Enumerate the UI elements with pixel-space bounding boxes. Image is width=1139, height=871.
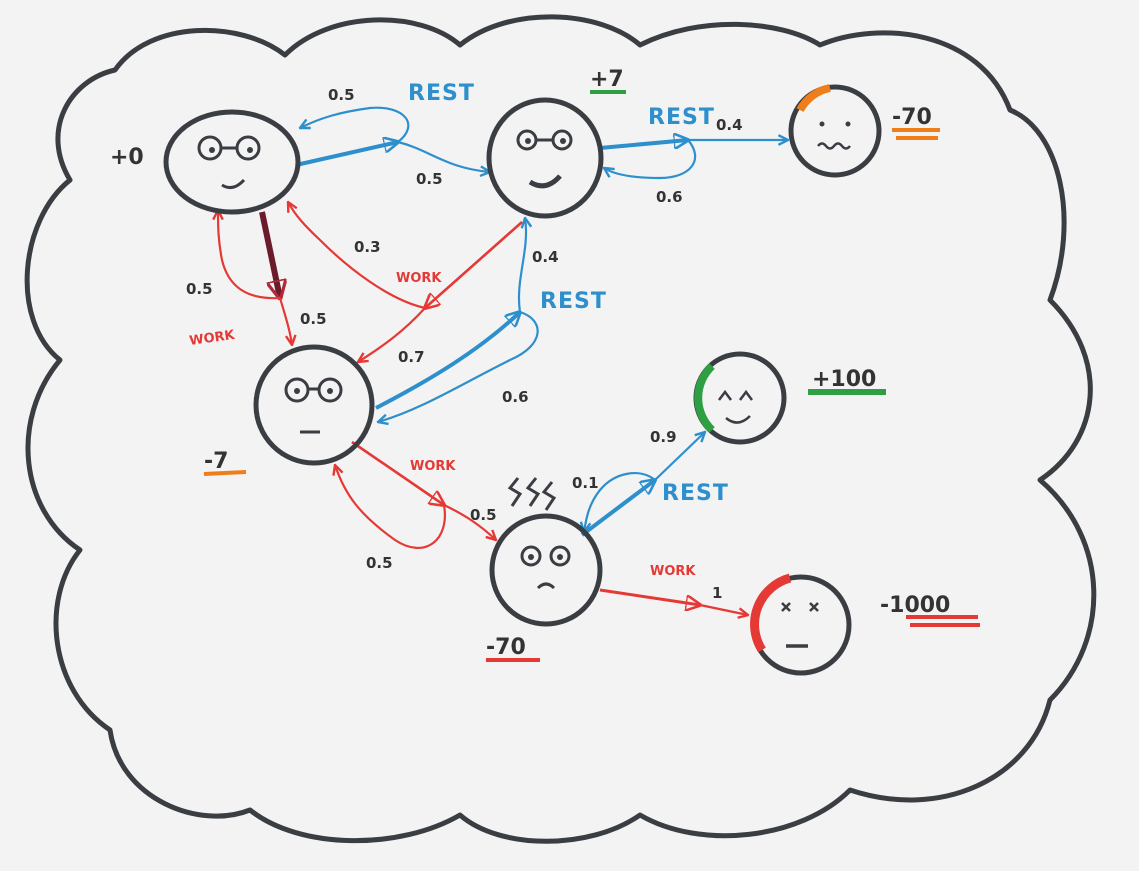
- edge-s3-rest-to-s2: [517, 218, 526, 313]
- action-label-rest-s4: REST: [662, 481, 729, 506]
- prob-s2-rest-sick: 0.4: [716, 116, 743, 134]
- edge-s1-work-to-s3: [278, 297, 292, 345]
- edge-s2-work-to-s3: [358, 307, 426, 362]
- stress-marks: [507, 477, 557, 511]
- state-s2: [486, 97, 604, 219]
- prob-s1-rest-s1: 0.5: [328, 86, 355, 104]
- edge-s1-work-to-s1: [218, 210, 281, 300]
- edge-s3-work: [351, 440, 444, 505]
- edge-s4-work: [599, 588, 700, 605]
- prob-s3-rest-s3: 0.6: [502, 388, 529, 406]
- edge-s4-rest-to-s4: [584, 472, 656, 532]
- edge-s4-rest-to-happy: [654, 432, 705, 481]
- edge-s3-work-to-s4: [443, 504, 496, 540]
- state-s1: [163, 109, 301, 215]
- edge-s1-work: [259, 211, 280, 298]
- cloud-border: [24, 14, 1097, 844]
- reward-s3: -7: [204, 449, 228, 474]
- prob-s4-rest-happy: 0.9: [650, 428, 677, 446]
- state-terminal-sick: [788, 84, 882, 178]
- edge-s4-rest: [580, 480, 655, 537]
- underline-sick: [892, 128, 940, 140]
- action-label-rest-s1: REST: [408, 81, 475, 106]
- action-label-work-s4: WORK: [650, 564, 696, 579]
- edge-s3-rest: [375, 312, 520, 410]
- state-s3: [253, 344, 375, 466]
- prob-s4-work-dead: 1: [712, 584, 722, 602]
- edge-s1-rest-to-s2: [397, 140, 490, 172]
- edge-s2-rest: [599, 140, 688, 150]
- edge-s3-rest-to-s3: [378, 310, 539, 422]
- reward-happy: +100: [812, 367, 876, 392]
- reward-dead: -1000: [880, 593, 950, 618]
- prob-s2-rest-s2: 0.6: [656, 188, 683, 206]
- reward-s2: +7: [590, 67, 624, 92]
- action-label-rest-s2: REST: [648, 105, 715, 130]
- underline-s3: [203, 470, 247, 476]
- edge-s1-rest: [295, 142, 398, 167]
- reward-s4: -70: [486, 635, 526, 660]
- edge-s2-work: [425, 221, 523, 308]
- prob-s1-rest-s2: 0.5: [416, 170, 443, 188]
- edge-s2-rest-to-s2: [604, 139, 697, 180]
- state-terminal-happy: [693, 351, 787, 445]
- action-label-work-s1: WORK: [188, 328, 236, 349]
- reward-sick: -70: [892, 105, 932, 130]
- edge-s1-rest-to-s1: [300, 106, 410, 143]
- prob-s2-work-s3: 0.7: [398, 348, 425, 366]
- prob-s3-work-s4: 0.5: [470, 506, 497, 524]
- prob-s1-work-s3: 0.5: [300, 310, 327, 328]
- prob-s3-work-s3: 0.5: [366, 554, 393, 572]
- action-label-rest-s3: REST: [540, 289, 607, 314]
- prob-s4-rest-s4: 0.1: [572, 474, 599, 492]
- prob-s1-work-s1: 0.5: [186, 280, 213, 298]
- edge-s3-work-to-s3: [335, 465, 446, 550]
- prob-s2-work-s1: 0.3: [354, 238, 381, 256]
- state-terminal-dead: [750, 573, 852, 676]
- reward-s1: +0: [110, 145, 144, 170]
- prob-s3-rest-s2: 0.4: [532, 248, 559, 266]
- underline-dead: [906, 615, 980, 627]
- edge-s2-work-to-s1: [288, 202, 426, 310]
- edge-s4-work-to-dead: [699, 603, 748, 615]
- state-s4: [489, 513, 603, 627]
- action-label-work-s2: WORK: [396, 271, 442, 286]
- action-label-work-s3: WORK: [410, 459, 456, 474]
